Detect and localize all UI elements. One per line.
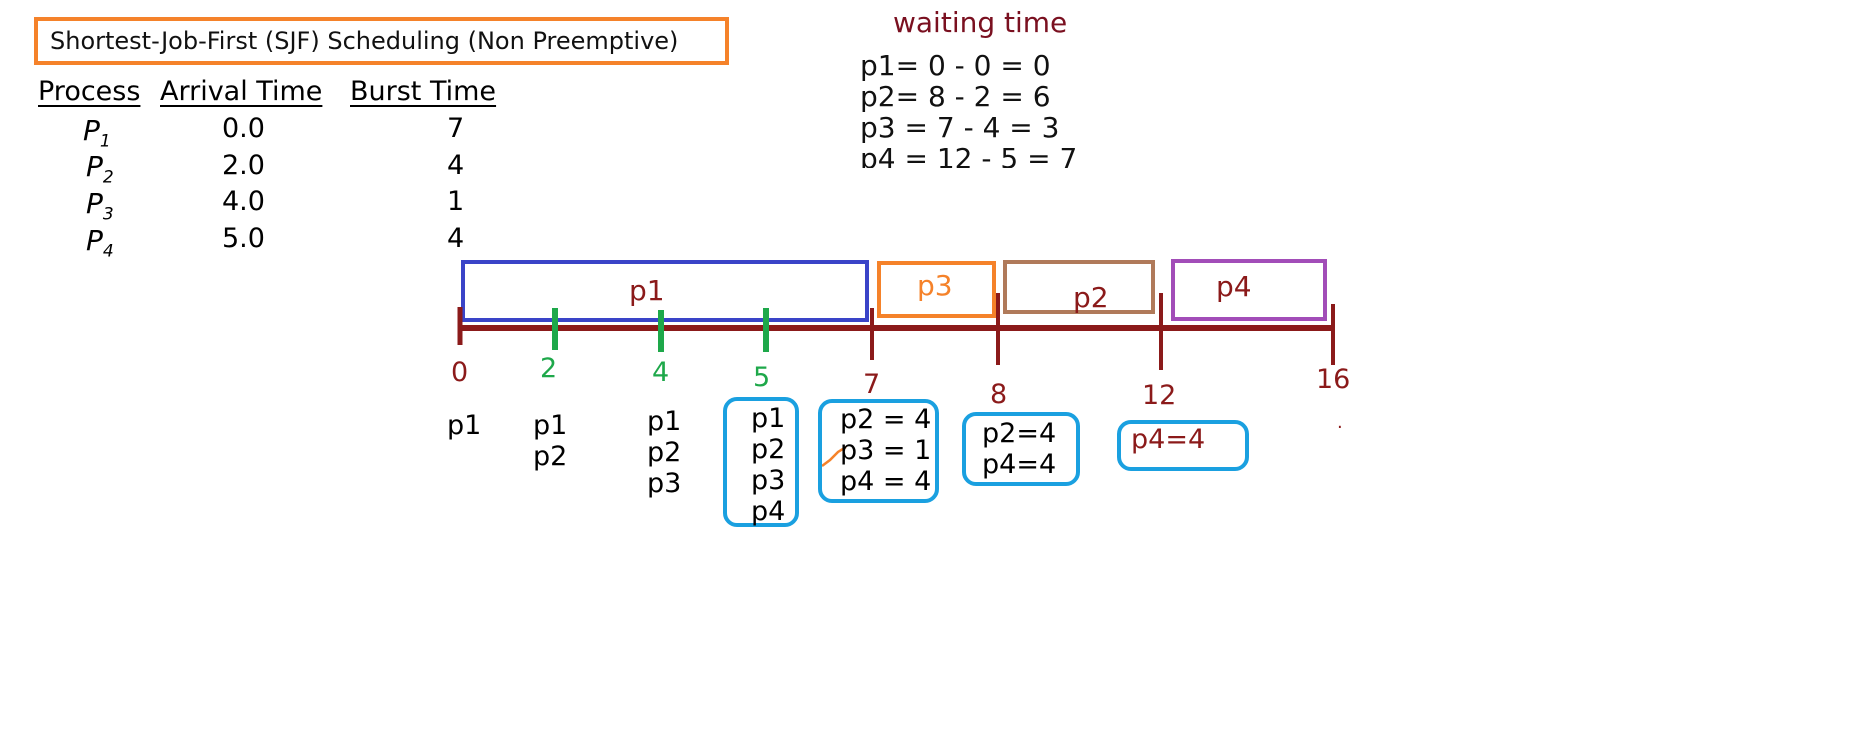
queue-item: p3 = 1 bbox=[840, 435, 932, 466]
title-box: Shortest-Job-First (SJF) Scheduling (Non… bbox=[34, 17, 729, 65]
row-burst: 7 bbox=[447, 113, 465, 144]
row-burst: 4 bbox=[447, 150, 465, 181]
tick-label: 12 bbox=[1142, 380, 1177, 411]
queue-item: p2 bbox=[647, 437, 682, 468]
queue-t12: p4=4 bbox=[1131, 424, 1205, 455]
queue-box-t5 bbox=[723, 397, 799, 527]
gantt-label-p3: p3 bbox=[917, 269, 953, 302]
queue-item: p2 bbox=[751, 434, 786, 465]
waiting-line: p1= 0 - 0 = 0 bbox=[860, 49, 1051, 82]
queue-item: p1 bbox=[751, 403, 786, 434]
queue-item: p2 bbox=[533, 441, 568, 472]
arrival-label: 4 bbox=[652, 357, 670, 388]
tick-label: 0 bbox=[451, 357, 469, 388]
queue-t5: p1 p2 p3 p4 bbox=[751, 403, 785, 527]
queue-t4: p1 p2 p3 bbox=[647, 406, 681, 499]
queue-box-t8 bbox=[962, 412, 1080, 486]
stray-dot: . bbox=[1337, 412, 1343, 433]
queue-box-t7 bbox=[818, 399, 939, 503]
row-process: P4 bbox=[86, 224, 114, 262]
row-arrival: 5.0 bbox=[222, 223, 265, 254]
page-title: Shortest-Job-First (SJF) Scheduling (Non… bbox=[50, 27, 679, 55]
queue-item: p3 bbox=[647, 468, 682, 499]
row-process: P1 bbox=[83, 114, 111, 152]
queue-item: p1 bbox=[447, 410, 482, 441]
queue-t0: p1 bbox=[447, 410, 481, 441]
check-mark-icon bbox=[821, 445, 847, 467]
arrival-label: 2 bbox=[540, 353, 558, 384]
arrival-label: 5 bbox=[753, 362, 771, 393]
row-arrival: 0.0 bbox=[222, 113, 265, 144]
queue-t2: p1 p2 bbox=[533, 410, 567, 472]
queue-box-t12 bbox=[1117, 420, 1249, 471]
queue-item: p4=4 bbox=[982, 449, 1057, 480]
header-burst-time: Burst Time bbox=[350, 76, 497, 107]
tick-label: 7 bbox=[863, 369, 881, 400]
queue-t7: p2 = 4 p3 = 1 p4 = 4 bbox=[840, 404, 931, 497]
gantt-label-p2: p2 bbox=[1073, 281, 1109, 314]
row-process: P3 bbox=[86, 187, 114, 225]
queue-item: p2 = 4 bbox=[840, 404, 932, 435]
tick-label: 16 bbox=[1316, 364, 1351, 395]
gantt-label-p4: p4 bbox=[1216, 270, 1252, 303]
row-process: P2 bbox=[86, 150, 114, 188]
row-arrival: 2.0 bbox=[222, 150, 265, 181]
row-burst: 4 bbox=[447, 223, 465, 254]
gantt-block-p3 bbox=[877, 261, 996, 318]
gantt-block-p1 bbox=[461, 260, 869, 322]
queue-item: p4 bbox=[751, 496, 786, 527]
gantt-label-p1: p1 bbox=[629, 274, 665, 307]
waiting-line: p3 = 7 - 4 = 3 bbox=[860, 111, 1060, 144]
header-arrival-time: Arrival Time bbox=[160, 76, 323, 107]
gantt-block-p2 bbox=[1003, 260, 1155, 314]
queue-item: p1 bbox=[647, 406, 682, 437]
waiting-line: p4 = 12 - 5 = 7 bbox=[860, 142, 1078, 168]
waiting-time-title: waiting time bbox=[893, 6, 1068, 39]
header-process: Process bbox=[38, 76, 141, 107]
queue-item: p4 = 4 bbox=[840, 466, 932, 497]
queue-item: p3 bbox=[751, 465, 786, 496]
tick-label: 8 bbox=[990, 379, 1008, 410]
waiting-line: p2= 8 - 2 = 6 bbox=[860, 80, 1051, 113]
queue-item: p4=4 bbox=[1131, 424, 1206, 455]
queue-item: p2=4 bbox=[982, 418, 1057, 449]
row-burst: 1 bbox=[447, 186, 465, 217]
queue-t8: p2=4 p4=4 bbox=[982, 418, 1056, 480]
gantt-block-p4 bbox=[1171, 259, 1327, 321]
row-arrival: 4.0 bbox=[222, 186, 265, 217]
queue-item: p1 bbox=[533, 410, 568, 441]
